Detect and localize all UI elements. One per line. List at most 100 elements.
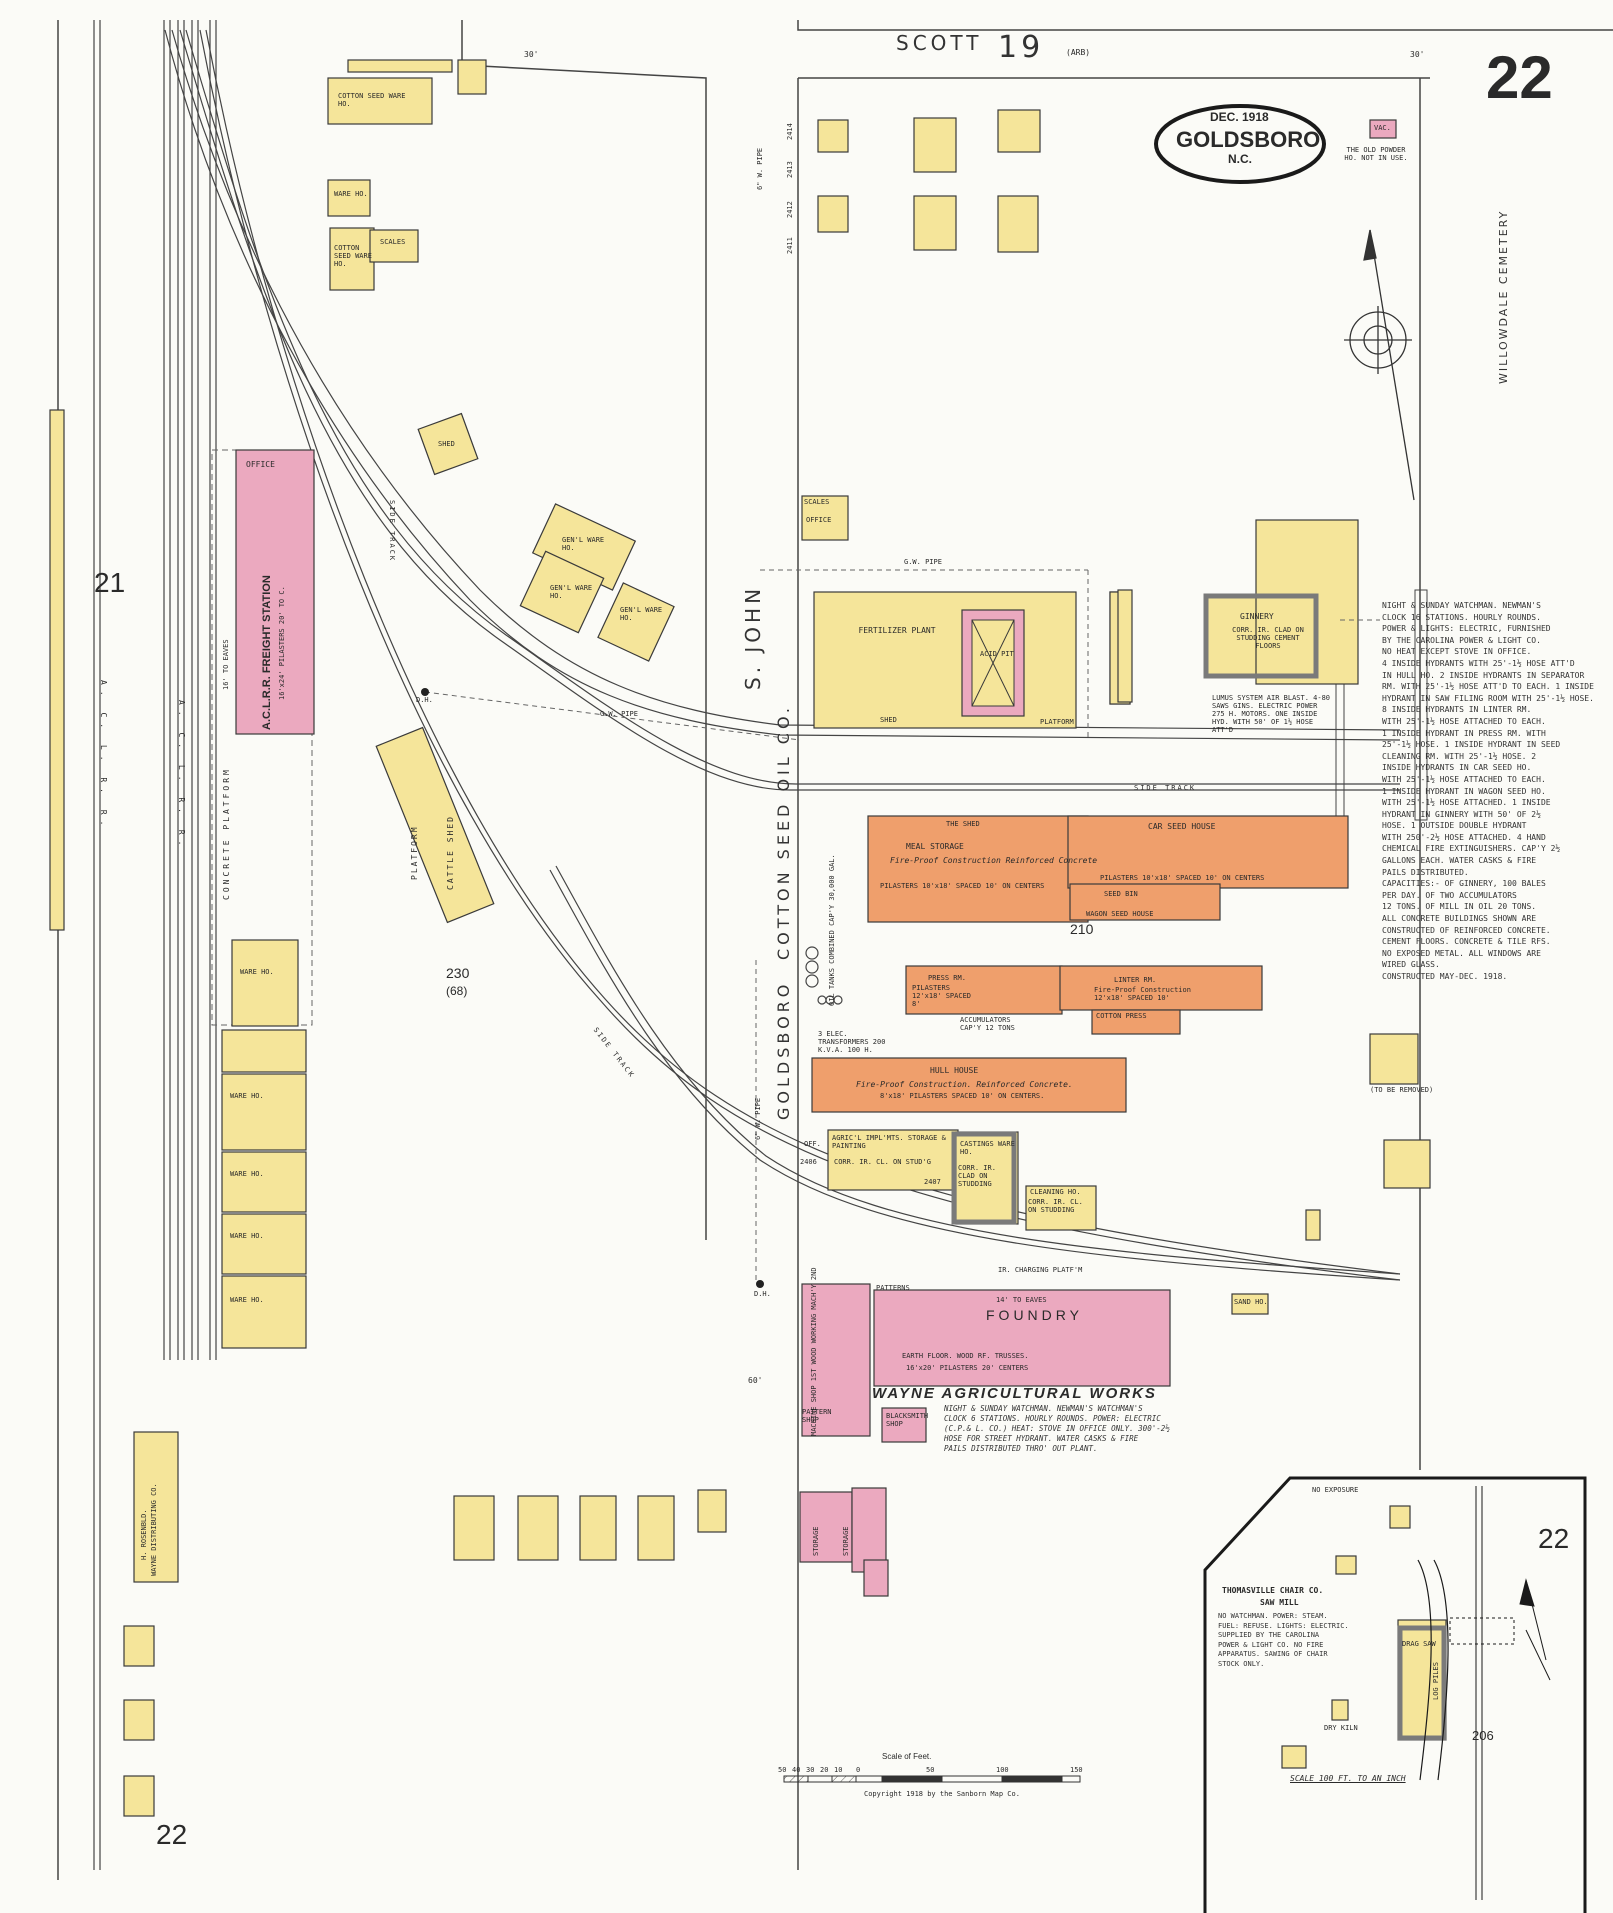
- cattle-shed-label: CATTLE SHED: [446, 815, 455, 890]
- foundry-to-eaves: 14' TO EAVES: [996, 1296, 1047, 1304]
- pattern-shop: PATTERN SHOP: [802, 1408, 832, 1424]
- seed-bin-label: SEED BIN: [1104, 890, 1138, 898]
- side-track-structure: [1414, 589, 1428, 821]
- inset-frame: [1203, 1476, 1587, 1913]
- side-track-label-3: SIDE TRACK: [1134, 784, 1197, 792]
- drag-saw: DRAG SAW: [1402, 1640, 1436, 1648]
- meal-pilasters: PILASTERS 10'x18' SPACED 10' ON CENTERS: [880, 882, 1045, 890]
- no-exposure: NO EXPOSURE: [1312, 1486, 1359, 1494]
- hull-construction: Fire-Proof Construction. Reinforced Conc…: [856, 1080, 1073, 1089]
- oil-co-name: COTTON SEED OIL CO.: [774, 704, 793, 960]
- title-state: N.C.: [1228, 152, 1252, 166]
- agricl-construction: CORR. IR. CL. ON STUD'G: [834, 1158, 931, 1166]
- house-number-2411: 2411: [786, 237, 794, 254]
- cotton-seed-ware-ho-1: COTTON SEED WARE HO.: [338, 92, 406, 108]
- scale-tick-2: 30: [806, 1766, 815, 1774]
- scale-tick-5: 0: [856, 1766, 861, 1774]
- inset-subtitle: SAW MILL: [1260, 1598, 1299, 1607]
- acid-pit-label: ACID PIT: [980, 650, 1014, 658]
- agricl-implements: AGRIC'L IMPL'MTS. STORAGE & PAINTING: [832, 1134, 946, 1150]
- street-width-30: 30': [524, 50, 539, 59]
- dh-label-1: D.H.: [416, 696, 433, 704]
- ware-ho-1: WARE HO.: [240, 968, 274, 976]
- w-pipe-label: 6" W. PIPE: [756, 147, 764, 190]
- ware-ho-5: WARE HO.: [230, 1296, 264, 1304]
- gw-pipes: [424, 569, 1380, 1284]
- title-city: GOLDSBORO: [1176, 127, 1321, 152]
- genl-ware-ho-1: GEN'L WARE HO.: [562, 536, 605, 552]
- genl-ware-ho-3: GEN'L WARE HO.: [620, 606, 663, 622]
- freight-station-dims: 16'x24' PILASTERS 20' TO C.: [278, 586, 286, 700]
- storage-label-1: STORAGE: [812, 1526, 820, 1556]
- transformers-label: 3 ELEC. TRANSFORMERS 200 K.V.A. 100 H.: [818, 1030, 886, 1054]
- adjacent-sheet-bottom: 22: [156, 1819, 188, 1850]
- fertilizer-shed: SHED: [880, 716, 897, 724]
- the-shed-label: THE SHED: [946, 820, 980, 828]
- cleaning-construction: CORR. IR. CL. ON STUDDING: [1028, 1198, 1083, 1214]
- cotton-seed-ware-ho-2: COTTON SEED WARE HO.: [334, 244, 372, 268]
- inset-title: THOMASVILLE CHAIR CO.: [1222, 1586, 1324, 1595]
- scales-label-1: SCALES: [380, 238, 406, 246]
- ginnery-label: GINNERY: [1240, 612, 1274, 621]
- wayne-name: WAYNE AGRICULTURAL WORKS: [872, 1385, 1157, 1402]
- adjacent-sheet-left: 21: [94, 567, 126, 598]
- scale-tick-8: 150: [1070, 1766, 1083, 1774]
- wayne-notes: NIGHT & SUNDAY WATCHMAN. NEWMAN'S WATCHM…: [944, 1404, 1170, 1453]
- freight-to-eaves: 16' TO EAVES: [222, 639, 230, 690]
- adjacent-sheet-inset: 22: [1538, 1523, 1570, 1554]
- log-piles: LOG PILES: [1432, 1662, 1440, 1700]
- scale-tick-6: 50: [926, 1766, 935, 1774]
- north-arrow-icon: [1344, 229, 1415, 501]
- hull-pilasters: 8'x18' PILASTERS SPACED 10' ON CENTERS.: [880, 1092, 1045, 1100]
- dh-label-2: D.H.: [754, 1290, 771, 1298]
- sheet-number: 22: [1486, 44, 1553, 111]
- street-width-30-right: 30': [1410, 50, 1425, 59]
- concrete-platform-label: CONCRETE PLATFORM: [222, 767, 231, 900]
- vac-label: VAC.: [1374, 124, 1391, 132]
- linter-construction: Fire-Proof Construction 12'x18' SPACED 1…: [1094, 986, 1191, 1002]
- shed-label: SHED: [438, 440, 455, 448]
- genl-ware-ho-2: GEN'L WARE HO.: [550, 584, 593, 600]
- meal-storage: MEAL STORAGE: [906, 842, 964, 851]
- linter-rm: LINTER RM.: [1114, 976, 1157, 984]
- house-number-2412: 2412: [786, 201, 794, 218]
- ginnery-construction: CORR. IR. CLAD ON STUDDING CEMENT FLOORS: [1232, 626, 1304, 650]
- foundry-pilasters: 16'x20' PILASTERS 20' CENTERS: [906, 1364, 1029, 1372]
- street-s-john: S. JOHN: [741, 584, 765, 690]
- cleaning-ho: CLEANING HO.: [1030, 1188, 1081, 1196]
- freight-station-label: A.C.L.R.R. FREIGHT STATION: [261, 575, 273, 730]
- ware-ho-3: WARE HO.: [230, 1170, 264, 1178]
- castings-construction: CORR. IR. CLAD ON STUDDING: [958, 1164, 996, 1188]
- title-cartouche: [1154, 104, 1326, 184]
- off-label: OFF.: [804, 1140, 821, 1148]
- dry-kiln: DRY KILN: [1324, 1724, 1358, 1732]
- ware-ho-4: WARE HO.: [230, 1232, 264, 1240]
- street-goldsboro: GOLDSBORO: [774, 980, 793, 1120]
- inset-notes: NO WATCHMAN. POWER: STEAM. FUEL: REFUSE.…: [1218, 1612, 1349, 1668]
- number-2406: 2406: [800, 1158, 817, 1166]
- scale-title: Scale of Feet.: [882, 1752, 932, 1761]
- scales-label-2: SCALES: [804, 498, 830, 506]
- wayne-distributing: WAYNE DISTRIBUTING CO.: [150, 1483, 158, 1576]
- office-label: OFFICE: [806, 516, 832, 524]
- gw-pipe-label-2: G.W. PIPE: [904, 558, 942, 566]
- title-date: DEC. 1918: [1210, 110, 1269, 124]
- frame-buildings: [49, 59, 1447, 1817]
- scale-tick-1: 40: [792, 1766, 801, 1774]
- aclrr-label-2: A. C. L. R. R.: [177, 700, 186, 852]
- sand-ho: SAND HO.: [1234, 1298, 1268, 1306]
- charging-platform: IR. CHARGING PLATF'M: [998, 1266, 1083, 1274]
- street-width-60: 60': [748, 1376, 763, 1385]
- scale-tick-4: 10: [834, 1766, 843, 1774]
- storage-label-2: STORAGE: [842, 1526, 850, 1556]
- oil-tanks-label: OIL TANKS COMBINED CAP'Y 30,000 GAL.: [828, 854, 836, 1006]
- scale-tick-7: 100: [996, 1766, 1009, 1774]
- scale-tick-3: 20: [820, 1766, 829, 1774]
- accumulators-label: ACCUMULATORS CAP'Y 12 TONS: [960, 1016, 1015, 1032]
- old-powder-house: THE OLD POWDER HO. NOT IN USE.: [1344, 146, 1408, 162]
- freight-office: OFFICE: [246, 460, 275, 469]
- patterns-label: PATTERNS: [876, 1284, 910, 1292]
- press-rm: PRESS RM.: [928, 974, 966, 982]
